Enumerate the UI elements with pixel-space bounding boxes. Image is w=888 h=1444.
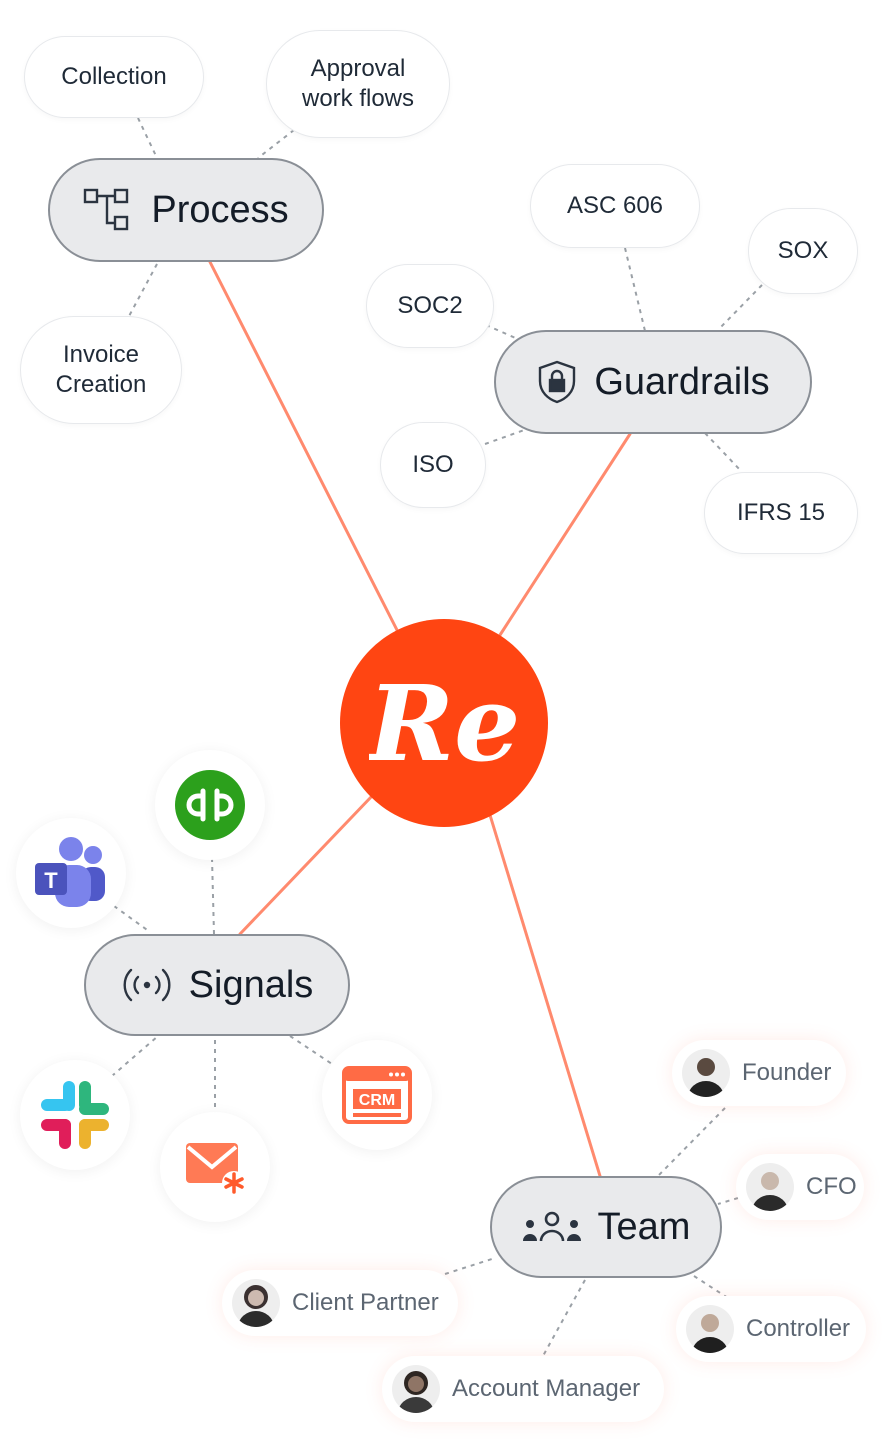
group-icon — [522, 1210, 582, 1244]
member-founder[interactable]: Founder — [672, 1040, 846, 1106]
signals-label: Signals — [188, 963, 314, 1006]
svg-text:CRM: CRM — [359, 1092, 395, 1109]
connector-signals — [238, 794, 374, 936]
center-logo: Re — [340, 619, 548, 827]
soc2-node[interactable]: SOC2 — [366, 264, 494, 348]
dash-invoice — [127, 263, 158, 319]
shield-lock-icon — [536, 359, 578, 405]
process-label: Process — [151, 188, 289, 231]
member-client-partner[interactable]: Client Partner — [222, 1270, 458, 1336]
dash-slack — [104, 1035, 159, 1083]
broadcast-icon — [121, 965, 173, 1005]
dash-crm — [289, 1035, 333, 1065]
quickbooks-icon[interactable] — [155, 750, 265, 860]
workflow-icon — [83, 187, 135, 233]
svg-text:T: T — [44, 868, 58, 893]
dash-asc606 — [624, 247, 646, 332]
dash-collection — [137, 117, 158, 159]
dash-account — [542, 1279, 586, 1357]
dash-approval — [257, 129, 295, 159]
team-hub[interactable]: Team — [490, 1176, 722, 1278]
email-icon[interactable] — [160, 1112, 270, 1222]
invoice-creation-node[interactable]: Invoice Creation — [20, 316, 182, 424]
re-logo-icon: Re — [369, 668, 519, 778]
iso-node[interactable]: ISO — [380, 422, 486, 508]
teams-icon[interactable]: T — [16, 818, 126, 928]
dash-controller — [693, 1275, 729, 1299]
avatar — [682, 1049, 730, 1097]
dash-teams — [113, 905, 151, 933]
approval-workflows-node[interactable]: Approval work flows — [266, 30, 450, 138]
dash-sox — [717, 284, 763, 331]
asc606-node[interactable]: ASC 606 — [530, 164, 700, 248]
dash-client — [444, 1257, 496, 1275]
dash-soc2 — [485, 324, 521, 341]
ifrs15-node[interactable]: IFRS 15 — [704, 472, 858, 554]
dash-iso — [484, 427, 531, 445]
connector-team — [488, 813, 602, 1178]
guardrails-label: Guardrails — [594, 360, 770, 403]
svg-text:Re: Re — [369, 668, 519, 778]
member-controller[interactable]: Controller — [676, 1296, 866, 1362]
guardrails-hub[interactable]: Guardrails — [494, 330, 812, 434]
team-label: Team — [597, 1205, 691, 1248]
dash-ifrs — [704, 432, 743, 473]
avatar — [686, 1305, 734, 1353]
crm-icon[interactable]: CRM — [322, 1040, 432, 1150]
dash-qb — [211, 857, 215, 935]
member-cfo[interactable]: CFO — [736, 1154, 864, 1220]
avatar — [392, 1365, 440, 1413]
connector-process — [208, 260, 400, 634]
avatar — [232, 1279, 280, 1327]
dash-cfo — [717, 1197, 739, 1205]
process-hub[interactable]: Process — [48, 158, 324, 262]
dash-founder — [657, 1107, 726, 1177]
collection-node[interactable]: Collection — [24, 36, 204, 118]
signals-hub[interactable]: Signals — [84, 934, 350, 1036]
slack-icon[interactable] — [20, 1060, 130, 1170]
avatar — [746, 1163, 794, 1211]
sox-node[interactable]: SOX — [748, 208, 858, 294]
connector-guardrails — [498, 432, 632, 637]
member-account-manager[interactable]: Account Manager — [382, 1356, 664, 1422]
